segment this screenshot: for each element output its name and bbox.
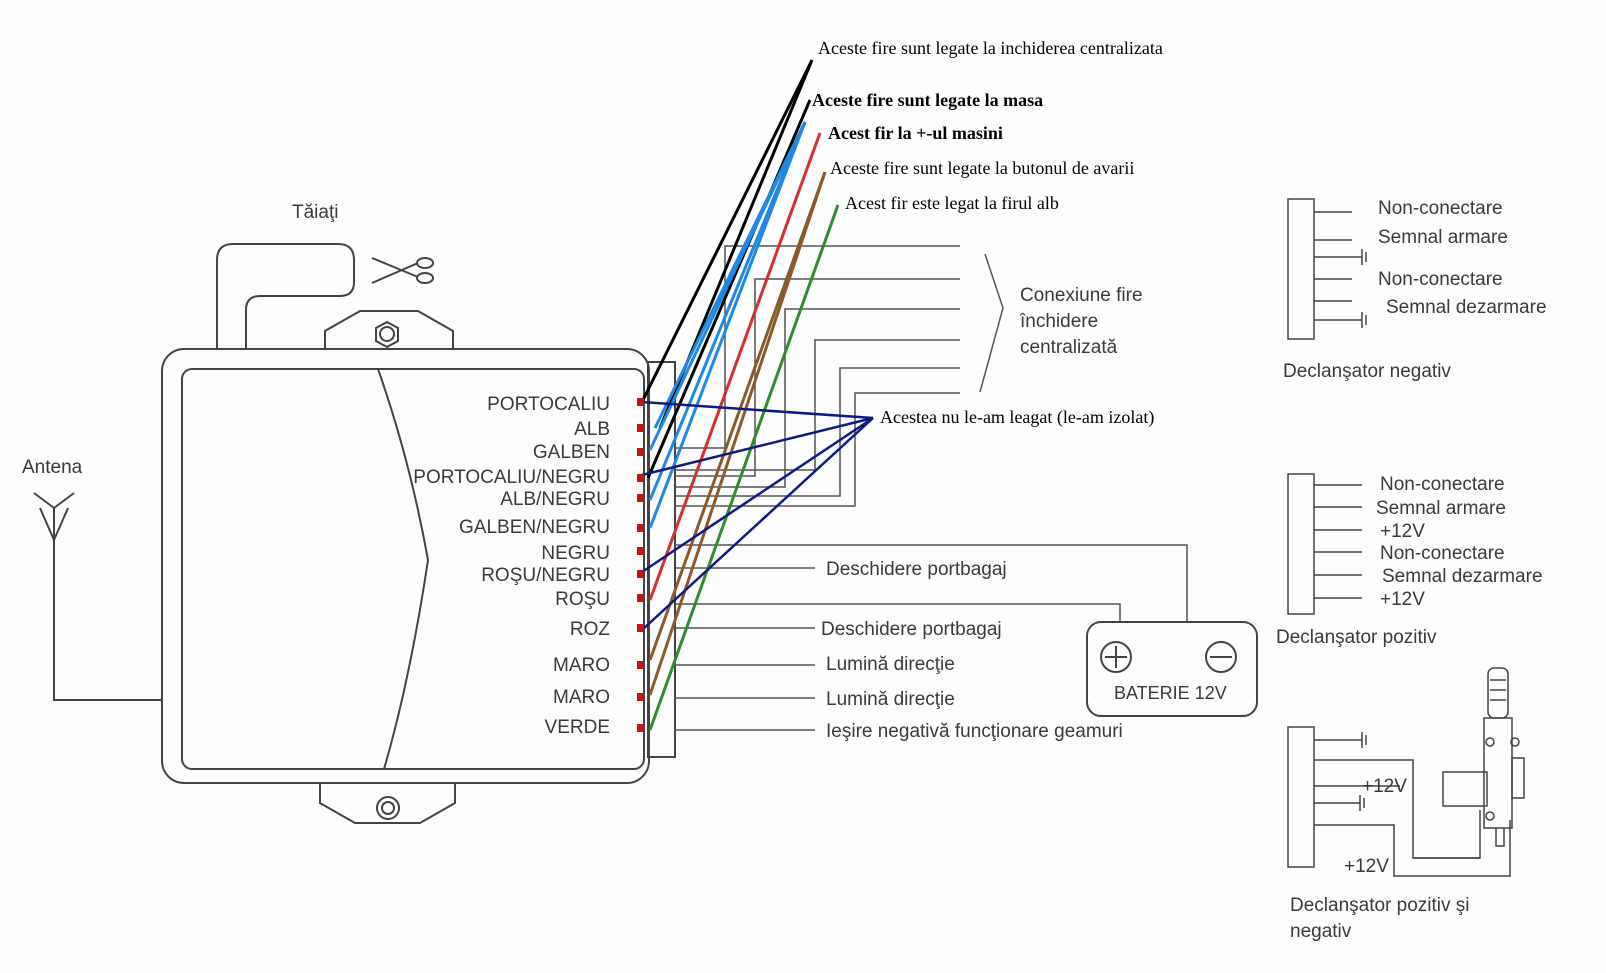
- pin-label: VERDE: [544, 717, 610, 738]
- minus-icon: [1205, 641, 1237, 673]
- pin-label: ROŞU: [555, 589, 610, 610]
- antenna-wire: [53, 508, 162, 701]
- pin-label: GALBEN: [532, 442, 610, 463]
- actuator: [1442, 667, 1525, 847]
- neg-trigger-row: Non-conectare: [1378, 198, 1503, 219]
- annotation-wires: [640, 59, 840, 731]
- bolt-bottom: [376, 796, 400, 820]
- antenna-icon: [33, 492, 75, 541]
- pin-label: ROŞU/NEGRU: [481, 565, 610, 586]
- pin-label: ROZ: [569, 619, 610, 640]
- annotation-isolated: Acestea nu le-am leagat (le-am izolat): [880, 407, 1155, 427]
- pin-dots: [637, 398, 644, 732]
- scissors-icon: [371, 257, 434, 284]
- neg-trigger-connector: [1287, 198, 1367, 340]
- neg-trigger-row: Non-conectare: [1378, 269, 1503, 290]
- output-lines: [675, 245, 1188, 731]
- pin-label: MARO: [553, 687, 610, 708]
- antenna-label: Antena: [22, 457, 83, 478]
- pos-trigger-row: Semnal dezarmare: [1382, 566, 1543, 587]
- pos-trigger-row: +12V: [1380, 521, 1425, 542]
- pos-trigger-row: +12V: [1380, 589, 1425, 610]
- annotation-hazard: Aceste fire sunt legate la butonul de av…: [830, 158, 1135, 178]
- pin-label: ALB/NEGRU: [500, 489, 610, 510]
- neg-trigger-row: Semnal armare: [1378, 227, 1508, 248]
- central-lock-label: centralizată: [1020, 337, 1118, 358]
- trunk-label: Deschidere portbagaj: [821, 619, 1002, 640]
- trunk-label: Deschidere portbagaj: [826, 559, 1007, 580]
- both-trigger-connector: [1287, 726, 1511, 877]
- mount-tab-top: [324, 310, 454, 349]
- cut-label: Tăiaţi: [292, 202, 339, 223]
- both-trigger-title: negativ: [1290, 921, 1352, 942]
- battery-label: BATERIE 12V: [1114, 683, 1227, 703]
- isolated-wires: [641, 400, 874, 631]
- pin-label: MARO: [553, 655, 610, 676]
- central-lock-label: Conexiune fire: [1020, 285, 1143, 306]
- both-trigger-title: Declanşator pozitiv şi: [1290, 895, 1470, 916]
- annotation-white-wire: Acest fir este legat la firul alb: [845, 193, 1059, 213]
- turn-signal-label: Lumină direcţie: [826, 654, 955, 675]
- annotation-plus: Acest fir la +-ul masini: [828, 123, 1003, 143]
- module-inner: [181, 368, 645, 770]
- mount-tab-bottom: [319, 783, 456, 824]
- pin-label: PORTOCALIU: [487, 394, 610, 415]
- inner-bracket: [377, 368, 430, 770]
- neg-trigger-title: Declanşator negativ: [1283, 361, 1451, 382]
- turn-signal-label: Lumină direcţie: [826, 689, 955, 710]
- pos-trigger-row: Non-conectare: [1380, 543, 1505, 564]
- battery: [1086, 621, 1258, 717]
- pos-trigger-row: Semnal armare: [1376, 498, 1506, 519]
- window-output-label: Ieşire negativă funcţionare geamuri: [826, 721, 1123, 742]
- pin-label: ALB: [574, 419, 610, 440]
- plus-icon: [1100, 641, 1132, 673]
- cable-loop: [216, 243, 355, 349]
- pin-label: GALBEN/NEGRU: [459, 517, 610, 538]
- annotation-central-lock: Aceste fire sunt legate la inchiderea ce…: [818, 38, 1163, 58]
- pos-trigger-row: Non-conectare: [1380, 474, 1505, 495]
- annotation-ground: Aceste fire sunt legate la masa: [812, 90, 1044, 110]
- both-trigger-voltage: +12V: [1362, 776, 1407, 797]
- pin-label: PORTOCALIU/NEGRU: [413, 467, 610, 488]
- pin-label: NEGRU: [541, 543, 610, 564]
- central-lock-label: închidere: [1020, 311, 1099, 332]
- pos-trigger-connector: [1287, 473, 1362, 615]
- neg-trigger-row: Semnal dezarmare: [1386, 297, 1547, 318]
- both-trigger-voltage: +12V: [1344, 856, 1389, 877]
- pos-trigger-title: Declanşator pozitiv: [1276, 627, 1437, 648]
- bolt-top: [375, 320, 399, 349]
